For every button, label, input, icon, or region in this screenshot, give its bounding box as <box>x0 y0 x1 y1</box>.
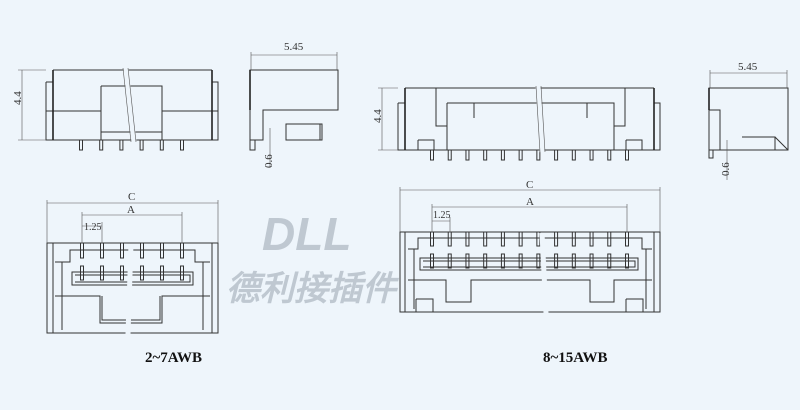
watermark-brand: DLL <box>262 208 351 260</box>
large-front-view: 4.4 <box>372 85 661 161</box>
large-series-label: 8~15AWB <box>543 350 607 366</box>
pin <box>483 231 488 247</box>
pin <box>465 149 470 161</box>
small-depth-dim: 5.45 <box>284 41 304 53</box>
large-top-pins <box>430 231 629 269</box>
pin <box>447 253 452 269</box>
pin <box>518 253 523 269</box>
pin <box>589 231 594 247</box>
pin <box>120 242 124 259</box>
small-front-view: 4.4 <box>12 67 219 151</box>
pin <box>140 265 144 281</box>
small-overall-dim: C <box>128 191 135 203</box>
pin <box>589 149 594 161</box>
pin <box>607 253 612 269</box>
pin <box>180 265 184 281</box>
pin <box>430 231 434 247</box>
small-pitch-dim: 1.25 <box>84 222 102 233</box>
large-top-view: C A 1.25 8~15AWB <box>399 179 661 366</box>
large-pin-span-dim: A <box>526 196 534 208</box>
pin <box>518 231 523 247</box>
pin <box>79 139 83 151</box>
pin <box>554 149 559 161</box>
pin <box>483 149 488 161</box>
watermark-chinese: 德利接插件 <box>226 269 400 309</box>
pin <box>625 253 629 269</box>
small-top-view: C A 1.25 2~7AWB <box>46 191 219 366</box>
large-front-pins <box>430 149 629 161</box>
large-side-view: 5.45 0.6 <box>708 61 789 180</box>
pin <box>500 149 505 161</box>
small-height-dim: 4.4 <box>12 91 24 105</box>
pin <box>536 253 541 269</box>
pin <box>589 253 594 269</box>
pin <box>430 253 434 269</box>
pin <box>447 149 452 161</box>
pin <box>139 139 144 151</box>
pin <box>447 231 452 247</box>
pin <box>536 231 541 247</box>
pin <box>465 253 470 269</box>
small-series-label: 2~7AWB <box>145 350 202 366</box>
pin <box>180 139 184 151</box>
pin <box>500 231 505 247</box>
pin <box>625 149 629 161</box>
pin <box>99 139 104 151</box>
pin <box>120 265 124 281</box>
pin <box>554 231 559 247</box>
pin <box>140 242 144 259</box>
small-pin-span-dim: A <box>127 204 135 216</box>
pin <box>625 231 629 247</box>
pin <box>159 139 164 151</box>
pin <box>518 149 523 161</box>
large-pin-length-dim: 0.6 <box>720 162 732 176</box>
pin <box>554 253 559 269</box>
pin <box>160 242 164 259</box>
pin <box>160 265 164 281</box>
pin <box>430 149 434 161</box>
pin <box>483 253 488 269</box>
small-side-view: 5.45 0.6 <box>249 41 339 168</box>
pin <box>571 231 576 247</box>
pin <box>80 265 84 281</box>
small-front-pins <box>79 139 184 151</box>
pin <box>607 231 612 247</box>
large-pitch-dim: 1.25 <box>433 210 451 221</box>
large-height-dim: 4.4 <box>372 109 384 123</box>
watermark: DLL 德利接插件 <box>226 208 400 309</box>
pin <box>119 139 124 151</box>
pin <box>571 149 576 161</box>
pin <box>536 149 541 161</box>
pin <box>607 149 612 161</box>
pin <box>465 231 470 247</box>
large-overall-dim: C <box>526 179 533 191</box>
large-depth-dim: 5.45 <box>738 61 758 73</box>
pin <box>500 253 505 269</box>
pin <box>100 265 104 281</box>
pin <box>571 253 576 269</box>
small-pin-length-dim: 0.6 <box>263 154 275 168</box>
